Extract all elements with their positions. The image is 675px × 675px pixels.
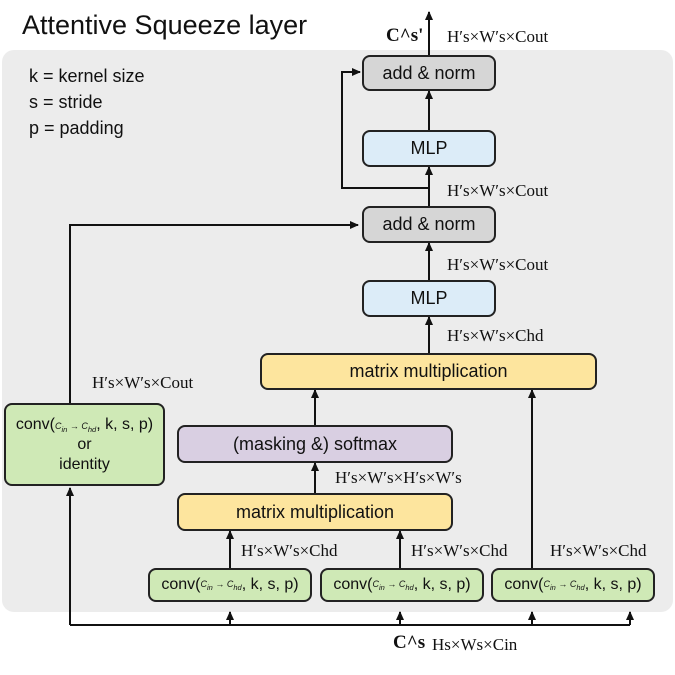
legend-padding: p = padding <box>29 118 124 138</box>
left-conv-in-sub: in <box>61 424 68 434</box>
matmul-bottom-label: matrix multiplication <box>235 501 395 522</box>
add-norm-top-label: add & norm <box>382 62 476 83</box>
conv-2-hd: C <box>398 578 406 589</box>
left-conv-line-2: or <box>77 435 92 453</box>
conv-2-hd-sub: hd <box>405 582 414 592</box>
dim-left-branch: H′s×W′s×Cout <box>92 373 194 392</box>
left-conv-line-1: conv(Cin → Chd, k, s, p) <box>16 415 153 435</box>
conv-box-2: conv(Cin → Chd, k, s, p) <box>320 568 484 602</box>
conv-3-hd: C <box>569 578 577 589</box>
conv-3-in-sub: in <box>550 582 556 592</box>
mlp-mid-box: MLP <box>362 280 496 317</box>
left-conv-hd: C <box>81 420 88 431</box>
matmul-top-box: matrix multiplication <box>260 353 597 390</box>
input-dim: Hs×Ws×Cin <box>432 635 518 654</box>
dim-conv-2: H′s×W′s×Chd <box>411 541 508 560</box>
output-dim: H′s×W′s×Cout <box>447 27 549 46</box>
conv-3-arrow: → <box>558 578 568 589</box>
conv-box-3: conv(Cin → Chd, k, s, p) <box>491 568 655 602</box>
conv-3-hd-sub: hd <box>576 582 585 592</box>
matmul-bottom-box: matrix multiplication <box>177 493 453 531</box>
input-label: C^s <box>393 632 426 653</box>
diagram-title: Attentive Squeeze layer <box>22 10 308 40</box>
conv-1-hd: C <box>226 578 234 589</box>
dim-conv-3: H′s×W′s×Chd <box>550 541 647 560</box>
left-conv-prefix: conv( <box>15 415 55 433</box>
conv-1-in: C <box>200 578 208 589</box>
conv-2-in: C <box>372 578 380 589</box>
softmax-box: (masking &) softmax <box>177 425 453 463</box>
mlp-top-box: MLP <box>362 130 496 167</box>
conv-1-in-sub: in <box>207 582 213 592</box>
dim-above-matmul-bottom: H′s×W′s×H′s×W′s <box>335 468 462 487</box>
conv-2-in-sub: in <box>379 582 385 592</box>
conv-box-1: conv(Cin → Chd, k, s, p) <box>148 568 312 602</box>
left-conv-box: conv(Cin → Chd, k, s, p) or identity <box>4 403 165 486</box>
conv-2-suffix: , k, s, p) <box>413 576 471 593</box>
conv-2-arrow: → <box>387 578 397 589</box>
left-conv-line-3: identity <box>59 455 110 473</box>
add-norm-mid-label: add & norm <box>382 214 476 234</box>
left-conv-hd-sub: hd <box>87 424 97 434</box>
conv-3-in: C <box>543 578 551 589</box>
dim-above-mlp-mid: H′s×W′s×Cout <box>447 255 549 274</box>
softmax-label: (masking &) softmax <box>232 433 398 454</box>
conv-1-hd-sub: hd <box>233 582 242 592</box>
output-label: C^s' <box>386 25 424 46</box>
conv-3-prefix: conv( <box>504 576 544 593</box>
legend-stride: s = stride <box>29 92 103 112</box>
dim-above-mlp-top: H′s×W′s×Cout <box>447 181 549 200</box>
add-norm-top-box: add & norm <box>362 55 496 91</box>
conv-1-suffix: , k, s, p) <box>241 576 299 593</box>
conv-2-prefix: conv( <box>333 576 373 593</box>
left-conv-arrow: → <box>69 420 79 431</box>
mlp-mid-label: MLP <box>410 288 448 308</box>
left-conv-in: C <box>55 420 62 431</box>
dim-conv-1: H′s×W′s×Chd <box>241 541 338 560</box>
conv-1-arrow: → <box>215 578 225 589</box>
conv-1-prefix: conv( <box>161 576 201 593</box>
legend-kernel: k = kernel size <box>29 66 145 86</box>
left-conv-suffix: , k, s, p) <box>96 415 154 433</box>
mlp-top-label: MLP <box>410 138 448 158</box>
matmul-top-label: matrix multiplication <box>349 361 508 381</box>
dim-above-matmul-top: H′s×W′s×Chd <box>447 326 544 345</box>
add-norm-mid-box: add & norm <box>362 206 496 243</box>
conv-3-suffix: , k, s, p) <box>584 576 642 593</box>
